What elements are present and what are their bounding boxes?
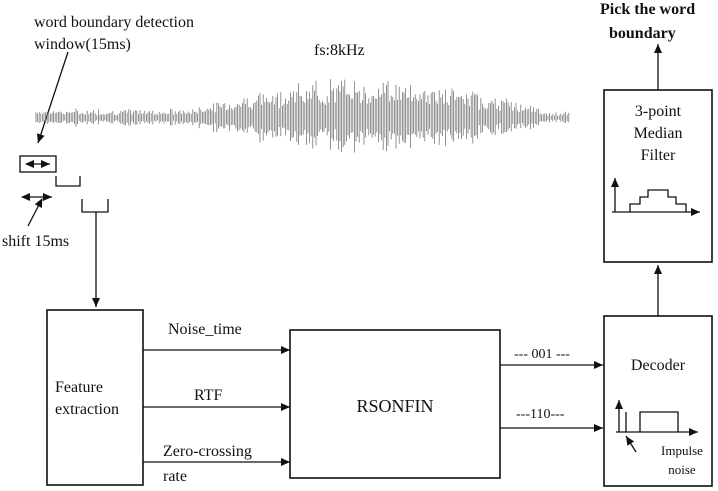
- impulse-pointer: [625, 435, 637, 453]
- median-label-line2: Median: [634, 125, 683, 142]
- median-filter-plot: [611, 178, 700, 216]
- window-frame-2: [55, 176, 81, 187]
- median-filter-block: [603, 89, 713, 263]
- speech-waveform: [35, 79, 570, 153]
- window-label-line1: word boundary detection: [34, 14, 194, 31]
- median-label-line1: 3-point: [635, 103, 682, 120]
- impulse-noise-plot: [615, 400, 698, 453]
- word-pulse: [639, 411, 679, 432]
- code-001-label: --- 001 ---: [514, 347, 570, 362]
- rsonfin-label: RSONFIN: [356, 396, 433, 416]
- feature-label-line1: Feature: [55, 379, 103, 396]
- rsonfin-block: [289, 329, 501, 479]
- pick-boundary-label-line1: Pick the word: [600, 1, 695, 18]
- pick-boundary-label-line2: boundary: [609, 25, 676, 42]
- window-label-line2: window(15ms): [34, 36, 131, 53]
- frame-windows: [19, 155, 109, 227]
- median-label-line3: Filter: [641, 147, 676, 164]
- decoder-label: Decoder: [631, 357, 686, 374]
- median-staircase: [629, 189, 687, 212]
- zero-crossing-label-line1: Zero-crossing: [163, 443, 252, 460]
- window-pointer-arrow: [37, 51, 69, 144]
- rtf-label: RTF: [194, 387, 222, 404]
- impulse-label-line2: noise: [668, 462, 696, 477]
- impulse-label-line1: Impulse: [661, 443, 703, 458]
- shift-pointer: [27, 198, 43, 227]
- feature-extraction-block: [46, 309, 144, 486]
- shift-label: shift 15ms: [2, 233, 69, 250]
- window-frame-1: [19, 155, 57, 173]
- waveform-trace: [35, 79, 570, 153]
- zero-crossing-label-line2: rate: [163, 468, 187, 485]
- noise-time-label: Noise_time: [168, 321, 242, 338]
- code-110-label: ---110---: [516, 407, 565, 422]
- window-frame-3: [81, 199, 109, 213]
- decoder-block: [603, 315, 713, 487]
- feature-label-line2: extraction: [55, 401, 119, 418]
- sampling-rate-label: fs:8kHz: [314, 42, 365, 59]
